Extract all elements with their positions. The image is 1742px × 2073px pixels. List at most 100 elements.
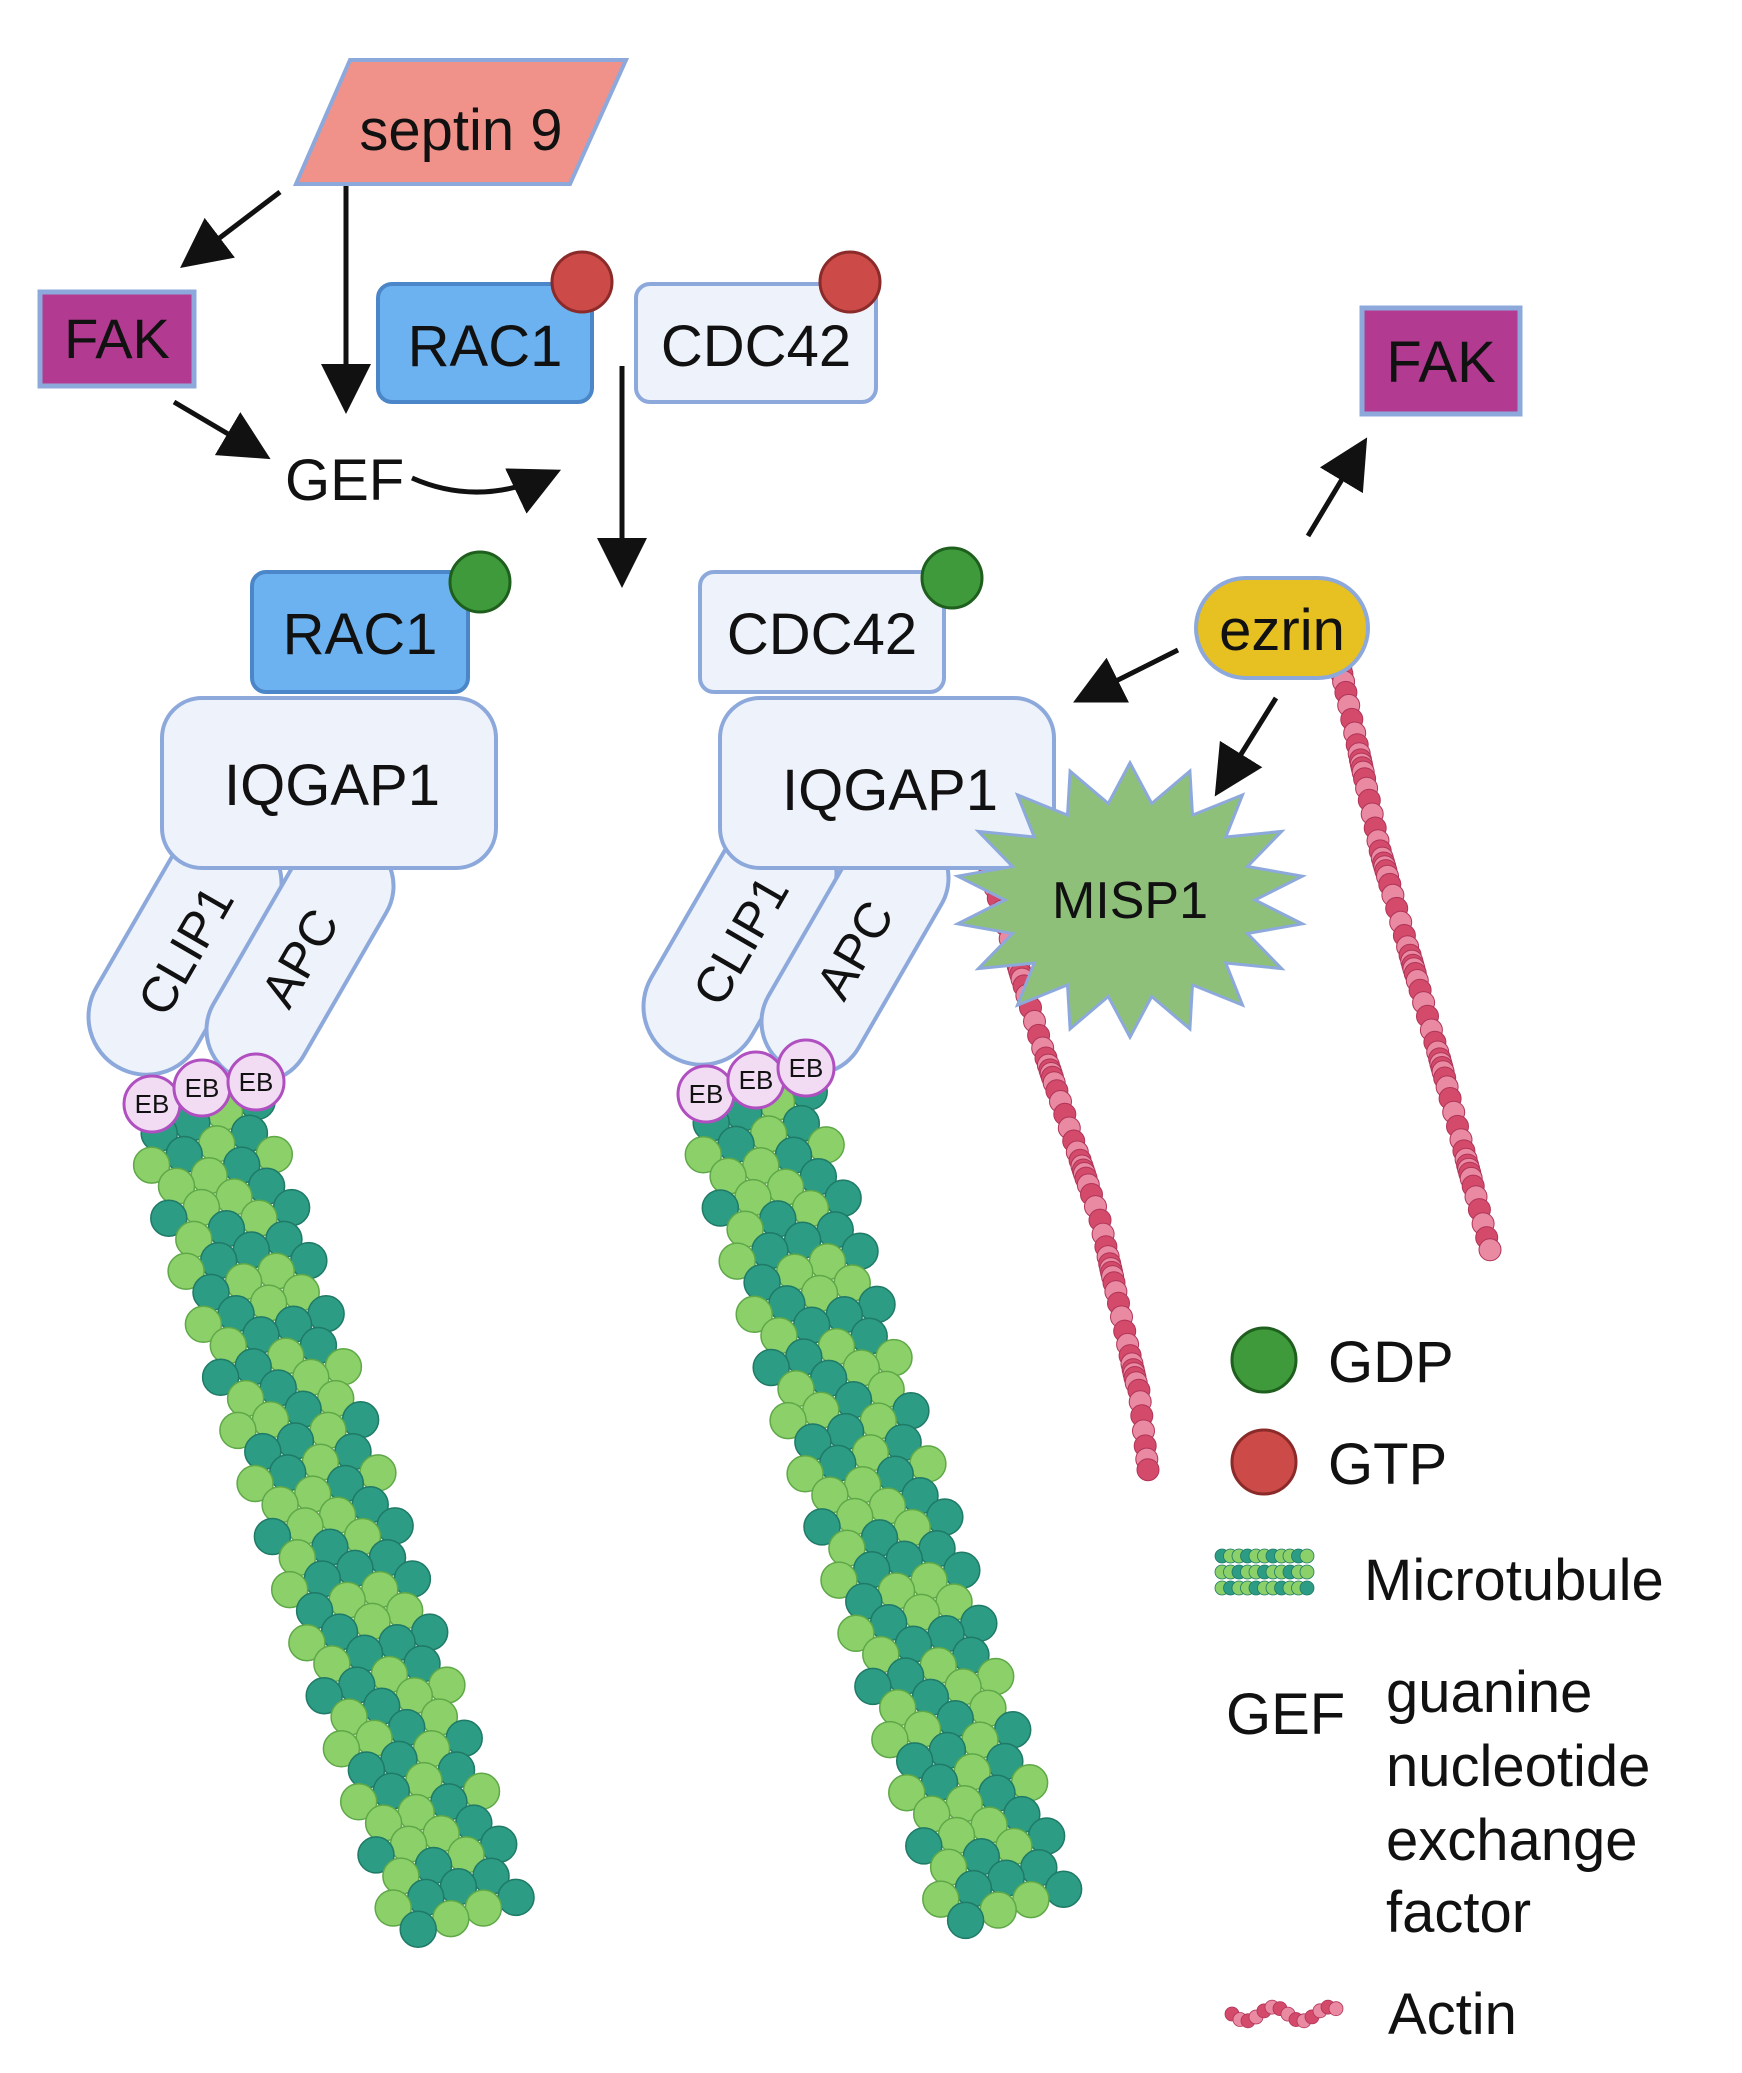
eb-cluster-left: EB EB EB — [122, 1052, 286, 1134]
tubulin-bead — [1044, 1870, 1083, 1908]
misp1-shape — [952, 759, 1308, 1041]
ezrin-node: ezrin — [1194, 576, 1370, 680]
tubulin-bead — [807, 1126, 845, 1164]
legend-actin-swatch — [1224, 1999, 1344, 2029]
tubulin-bead — [497, 1878, 535, 1917]
eb-circle — [226, 1052, 286, 1112]
tubulin-bead — [979, 1891, 1017, 1929]
tubulin-bead — [841, 1232, 879, 1270]
arrows — [172, 186, 1368, 797]
tubulin-bead — [322, 1730, 361, 1768]
tubulin-bead — [1027, 1817, 1066, 1855]
arrow-septin-to-fak — [180, 190, 282, 269]
tubulin-bead — [410, 1613, 449, 1651]
eb-cluster-right: EB EB EB — [676, 1038, 836, 1124]
tubulin-bead — [201, 1358, 240, 1397]
septin9-node: septin 9 — [292, 58, 630, 186]
tubulin-bead — [253, 1517, 292, 1556]
rac1-gdp-box — [250, 570, 470, 694]
tubulin-bead — [858, 1285, 896, 1324]
fak-left-box — [37, 289, 197, 389]
rac1-gtp-box — [376, 282, 594, 404]
cdc42-gtp-box — [634, 282, 878, 404]
legend-microtubule-label: Microtubule — [1364, 1548, 1664, 1613]
tubulin-bead — [892, 1391, 930, 1430]
tubulin-bead — [376, 1507, 414, 1545]
tubulin-bead — [1299, 1580, 1315, 1596]
iqgap1-right-label: IQGAP1 — [782, 758, 998, 823]
tubulin-bead — [341, 1401, 380, 1439]
cdc42-gdp-label: CDC42 — [727, 602, 917, 667]
tubulin-bead — [926, 1498, 964, 1536]
tubulin-bead — [132, 1146, 171, 1184]
actin-bead — [1478, 1238, 1502, 1262]
tubulin-bead — [255, 1135, 294, 1174]
legend-gdp-swatch — [1230, 1326, 1298, 1394]
tubulin-bead — [305, 1676, 343, 1715]
legend-gef-def-line: guanine — [1386, 1660, 1592, 1725]
cdc42-gtp-node: CDC42 — [634, 250, 882, 404]
tubulin-bead — [752, 1348, 790, 1387]
gdp-dot-cdc42 — [920, 546, 984, 610]
misp1-label: MISP1 — [1052, 872, 1208, 930]
legend-gtp-label: GTP — [1328, 1432, 1447, 1497]
tubulin-bead — [399, 1910, 437, 1948]
tubulin-bead — [993, 1710, 1032, 1749]
tubulin-bead — [684, 1136, 723, 1174]
fak-left-node: FAK — [37, 289, 197, 389]
tubulin-bead — [960, 1604, 998, 1643]
legend-gef-def-line: exchange — [1386, 1808, 1638, 1873]
iqgap1-left-box — [160, 696, 498, 870]
tubulin-bead — [1010, 1764, 1049, 1802]
fak-right-box — [1359, 305, 1523, 417]
eb-label: EB — [789, 1053, 824, 1083]
actin-bead — [1136, 1458, 1160, 1482]
eb-label: EB — [135, 1089, 170, 1119]
legend-actin-label: Actin — [1388, 1982, 1517, 2047]
arrow-ezrin-to-fak — [1305, 437, 1368, 538]
tubulin-bead — [976, 1657, 1015, 1696]
eb-label: EB — [689, 1079, 724, 1109]
tubulin-bead — [922, 1880, 960, 1918]
actin-bead — [1328, 2001, 1344, 2017]
tubulin-bead — [837, 1614, 875, 1653]
tubulin-bead — [150, 1199, 188, 1237]
tubulin-bead — [1299, 1548, 1315, 1564]
ezrin-shape — [1194, 576, 1370, 680]
iqgap1-right-node: IQGAP1 — [718, 696, 1056, 870]
tubulin-bead — [824, 1179, 862, 1217]
rac1-gdp-node: RAC1 — [250, 550, 512, 694]
arrow-fak-to-gef — [172, 399, 271, 460]
tubulin-bead — [357, 1836, 395, 1874]
legend: GDP GTP Microtubule GEF guanine nucleoti… — [1214, 1326, 1664, 2047]
legend-microtubule-swatch — [1214, 1548, 1315, 1596]
tubulin-bead — [462, 1772, 501, 1811]
septin9-shape — [292, 58, 630, 186]
microtubule-left — [132, 1082, 535, 1948]
tubulin-bead — [1299, 1564, 1315, 1580]
arrow-ezrin-to-misp1 — [1214, 696, 1279, 797]
tubulin-bead — [871, 1720, 909, 1759]
tubulin-bead — [718, 1242, 756, 1280]
fak-right-label: FAK — [1386, 330, 1496, 395]
tubulin-bead — [374, 1889, 412, 1927]
tubulin-bead — [854, 1667, 892, 1706]
rac1-gtp-node: RAC1 — [376, 250, 614, 404]
eb-label: EB — [239, 1067, 274, 1097]
tubulin-bead — [820, 1561, 858, 1599]
tubulin-bead — [339, 1783, 378, 1821]
tubulin-bead — [272, 1188, 311, 1227]
tubulin-bead — [428, 1666, 466, 1704]
tubulin-bead — [184, 1305, 223, 1344]
legend-gef-def-line: nucleotide — [1386, 1734, 1650, 1799]
fak-right-node: FAK — [1359, 305, 1523, 417]
gef-label: GEF — [285, 448, 404, 513]
gdp-dot-rac1 — [448, 550, 512, 614]
ezrin-label: ezrin — [1219, 598, 1345, 663]
tubulin-bead — [464, 1889, 503, 1927]
tubulin-bead — [905, 1827, 943, 1865]
cdc42-gdp-node: CDC42 — [698, 546, 984, 694]
gtp-dot-cdc42 — [818, 250, 882, 314]
tubulin-bead — [803, 1508, 841, 1546]
legend-gef-def-line: factor — [1386, 1880, 1531, 1945]
